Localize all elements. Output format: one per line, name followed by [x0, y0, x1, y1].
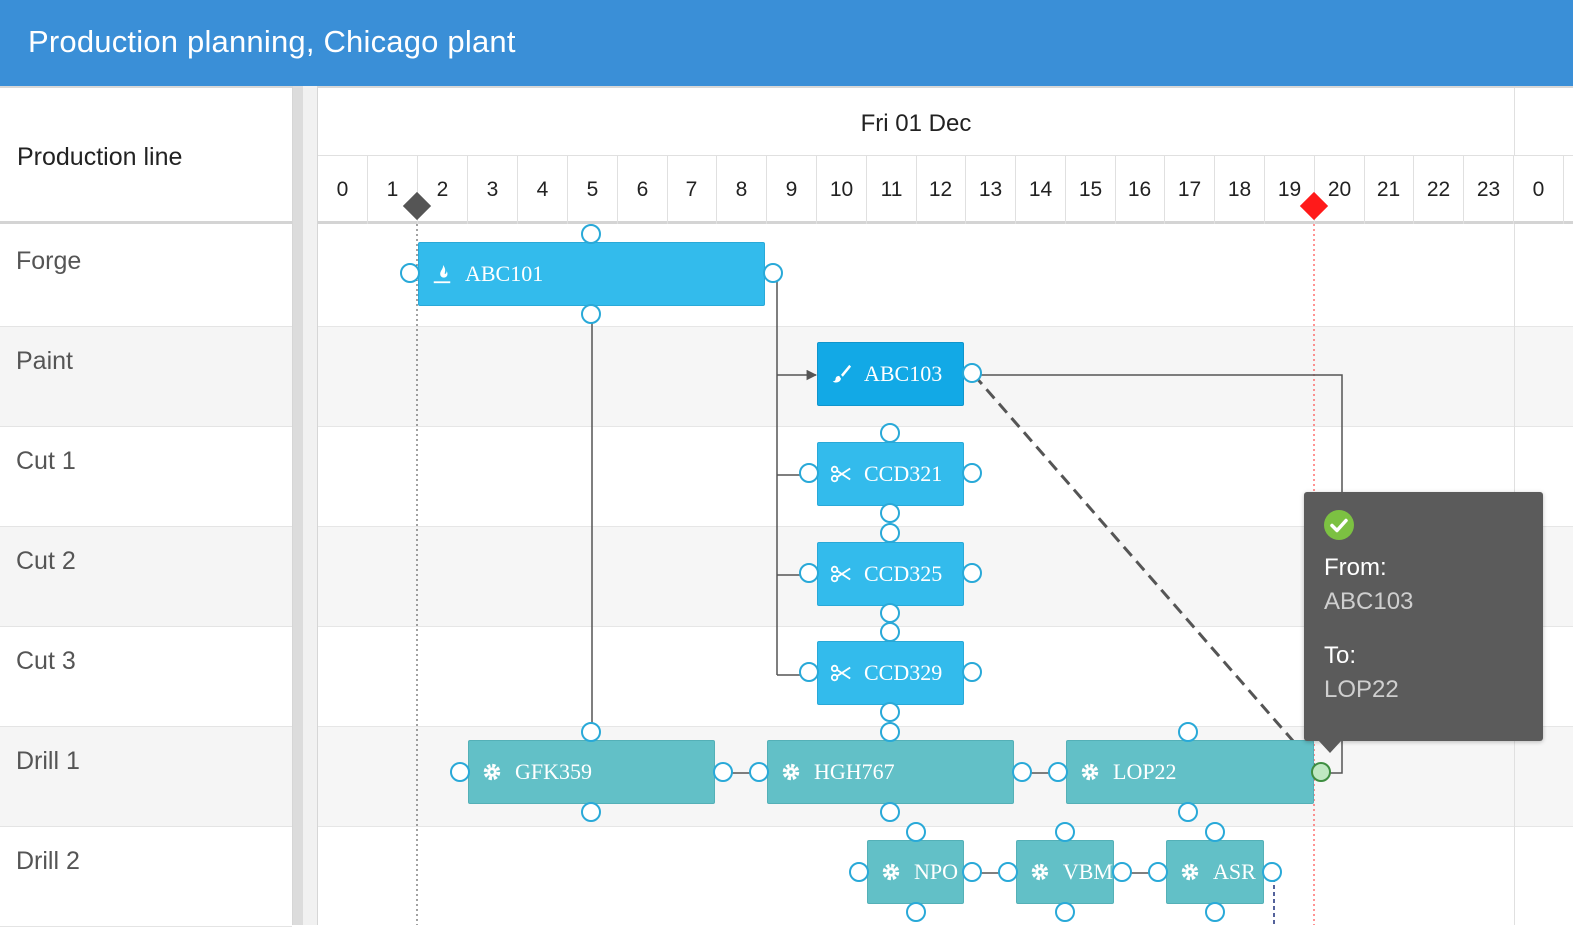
chart-row-cut-1[interactable]: [318, 427, 1573, 527]
tooltip-from-label: From:: [1324, 554, 1387, 581]
resource-label: Cut 1: [16, 447, 76, 475]
resource-row-cut-2[interactable]: Cut 2: [0, 527, 292, 627]
hour-tick[interactable]: 19: [1265, 156, 1315, 224]
check-circle-icon: [1324, 510, 1354, 540]
fire-icon: [433, 264, 451, 284]
tooltip-from-value: ABC103: [1324, 588, 1414, 615]
task-label: ABC103: [864, 361, 943, 386]
hour-tick[interactable]: 6: [618, 156, 668, 224]
task-label: CCD325: [864, 561, 943, 586]
hour-tick[interactable]: 20: [1315, 156, 1365, 224]
hour-tick[interactable]: 11: [867, 156, 917, 224]
task-vbm[interactable]: VBM: [1016, 840, 1114, 904]
resource-row-drill-2[interactable]: Drill 2: [0, 827, 292, 927]
gear-icon: [782, 763, 800, 781]
task-label: NPO: [914, 859, 959, 884]
chart-row-cut-3[interactable]: [318, 627, 1573, 727]
gear-icon: [1031, 863, 1049, 881]
resource-row-cut-1[interactable]: Cut 1: [0, 427, 292, 527]
task-abc103[interactable]: ABC103: [817, 342, 964, 406]
task-label: LOP22: [1113, 759, 1177, 784]
hour-tick[interactable]: 23: [1464, 156, 1514, 224]
column-header-label: Production line: [17, 143, 183, 171]
chart-row-forge[interactable]: [318, 227, 1573, 327]
link-abc103-lop22[interactable]: [974, 374, 1343, 774]
page-title: Production planning, Chicago plant: [28, 24, 516, 59]
hour-tick[interactable]: 5: [568, 156, 618, 224]
hour-tick[interactable]: 12: [916, 156, 966, 224]
link-tooltip: From: ABC103 To: LOP22: [1304, 492, 1543, 753]
task-label: CCD321: [864, 461, 943, 486]
scissors-icon: [830, 465, 851, 483]
resource-row-forge[interactable]: Forge: [0, 227, 292, 327]
resource-pane: Production line Forge Paint Cut 1 Cut 2 …: [0, 86, 292, 927]
date-label: Fri 01 Dec: [860, 110, 972, 137]
hour-tick[interactable]: 10: [817, 156, 867, 224]
task-label: ABC101: [465, 261, 544, 286]
task-ccd321[interactable]: CCD321: [817, 442, 964, 506]
tooltip-to-label: To:: [1324, 642, 1357, 669]
paint-brush-icon: [832, 364, 852, 383]
hour-tick[interactable]: 22: [1414, 156, 1464, 224]
resource-label: Forge: [16, 247, 82, 275]
resource-label: Drill 1: [16, 747, 80, 775]
start-milestone[interactable]: [402, 191, 432, 221]
task-label: GFK359: [515, 759, 593, 784]
tooltip-to-value: LOP22: [1324, 676, 1399, 703]
scissors-icon: [830, 664, 851, 682]
hour-tick[interactable]: 13: [966, 156, 1016, 224]
task-label: ASR: [1213, 859, 1256, 884]
hour-tick[interactable]: 14: [1016, 156, 1066, 224]
tooltip-arrow: [1318, 740, 1342, 753]
task-ccd325[interactable]: CCD325: [817, 542, 964, 606]
resource-row-drill-1[interactable]: Drill 1: [0, 727, 292, 827]
hour-tick[interactable]: 15: [1066, 156, 1116, 224]
hour-tick[interactable]: 3: [468, 156, 518, 224]
timeline-hours-header: 0 1 2 3 4 5 6 7 8 9 10 11 12 13 14 15 16…: [318, 156, 1573, 224]
gear-icon: [882, 863, 900, 881]
hour-tick[interactable]: 8: [717, 156, 767, 224]
task-npo[interactable]: NPO: [867, 840, 964, 904]
scissors-icon: [830, 565, 851, 583]
resource-label: Cut 2: [16, 547, 76, 575]
hour-tick[interactable]: 4: [518, 156, 568, 224]
link-abc101-trunk[interactable]: [773, 274, 778, 675]
hour-tick[interactable]: 18: [1215, 156, 1265, 224]
hour-tick[interactable]: 1: [368, 156, 418, 224]
resource-row-paint[interactable]: Paint: [0, 327, 292, 427]
hour-tick[interactable]: 17: [1165, 156, 1215, 224]
hour-tick[interactable]: 7: [667, 156, 717, 224]
resource-row-cut-3[interactable]: Cut 3: [0, 627, 292, 727]
task-label: VBM: [1062, 859, 1113, 884]
task-gfk359[interactable]: GFK359: [468, 740, 715, 804]
gear-icon: [1081, 763, 1099, 781]
hour-tick[interactable]: 2: [418, 156, 468, 224]
task-label: HGH767: [814, 759, 895, 784]
resource-label: Paint: [16, 347, 73, 375]
hour-tick[interactable]: 0: [1514, 156, 1564, 224]
deadline-milestone[interactable]: [1299, 191, 1329, 221]
drag-link-preview: [972, 374, 1323, 774]
resource-label: Cut 3: [16, 647, 76, 675]
splitter-handle[interactable]: [293, 86, 303, 925]
app-header: Production planning, Chicago plant: [0, 0, 1573, 86]
task-label: CCD329: [864, 660, 943, 685]
resource-label: Drill 2: [16, 847, 80, 875]
hour-tick[interactable]: 9: [767, 156, 817, 224]
gear-icon: [1181, 863, 1199, 881]
task-hgh767[interactable]: HGH767: [767, 740, 1014, 804]
resource-column-header[interactable]: Production line: [0, 88, 292, 224]
hour-tick[interactable]: 21: [1364, 156, 1414, 224]
gear-icon: [483, 763, 501, 781]
task-lop22[interactable]: LOP22: [1066, 740, 1314, 804]
hour-tick[interactable]: 16: [1115, 156, 1165, 224]
timeline-date-header: Fri 01 Dec: [318, 88, 1573, 156]
task-asr[interactable]: ASR: [1166, 840, 1264, 904]
task-abc101[interactable]: ABC101: [418, 242, 765, 306]
task-ccd329[interactable]: CCD329: [817, 641, 964, 705]
pane-splitter[interactable]: [292, 86, 318, 925]
day-separator: [1514, 88, 1515, 156]
hour-tick[interactable]: 0: [318, 156, 368, 224]
